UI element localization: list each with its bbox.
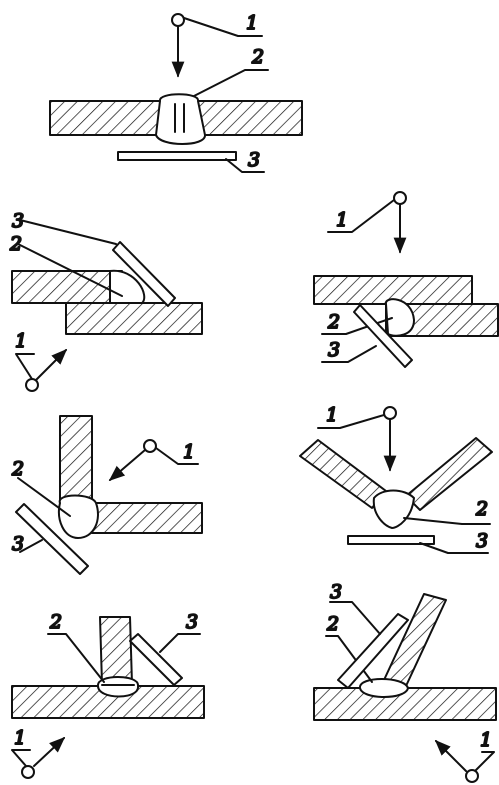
detector-film-c: 3: [321, 304, 413, 368]
detector-film-a: 3: [117, 148, 265, 173]
radiation-source-g: 1: [434, 728, 495, 783]
weld-seam-c: 2: [321, 298, 415, 337]
base-plates-f: [11, 616, 205, 719]
radiation-source-a: 1: [171, 11, 263, 78]
label-source: 1: [246, 12, 258, 34]
radiation-source-d: 1: [108, 439, 199, 482]
panel-butt-joint: 1 2 3: [49, 11, 303, 173]
label-weld: 2: [9, 233, 22, 255]
detector-film-f: 3: [129, 610, 201, 686]
panel-lap-joint-right: 1 2 3: [313, 191, 499, 368]
weld-seam-d: 2: [10, 457, 99, 539]
label-source: 1: [14, 727, 26, 749]
radiation-source-b: 1: [14, 329, 68, 392]
label-source: 1: [183, 441, 195, 463]
label-detector: 3: [248, 149, 260, 171]
label-source: 1: [15, 330, 27, 352]
detector-film-g: 3: [329, 580, 409, 689]
base-plates-g: [313, 593, 497, 721]
radiation-source-e: 1: [317, 403, 397, 472]
label-source: 1: [326, 404, 338, 426]
radiation-source-c: 1: [327, 191, 407, 254]
weld-seam-f: 2: [47, 610, 139, 698]
label-detector: 3: [186, 611, 198, 633]
label-detector: 3: [328, 339, 340, 361]
weld-seam-b: 2: [8, 232, 146, 304]
label-detector: 3: [12, 210, 24, 232]
weld-seam-a: 2: [155, 45, 269, 145]
label-detector: 3: [476, 530, 488, 552]
label-weld: 2: [11, 458, 24, 480]
label-weld: 2: [251, 46, 264, 68]
detector-film-e: 3: [347, 529, 489, 554]
label-detector: 3: [330, 581, 342, 603]
panel-corner-joint: 2 3 1: [10, 415, 203, 575]
label-weld: 2: [327, 311, 340, 333]
label-source: 1: [336, 209, 348, 231]
label-detector: 3: [12, 533, 24, 555]
base-plates-e: [299, 437, 493, 511]
panel-t-joint-left: 2 3 1: [11, 610, 205, 779]
base-plates-b: [11, 270, 203, 335]
panel-t-joint-right: 2 3 1: [313, 580, 497, 783]
panel-v-joint: 1 2 3: [299, 403, 493, 554]
panel-lap-joint-left: 2 3 1: [8, 209, 203, 392]
label-weld: 2: [326, 613, 339, 635]
label-weld: 2: [475, 498, 488, 520]
label-source: 1: [480, 729, 492, 751]
weld-seam-e: 2: [372, 489, 491, 529]
detector-film-d: 3: [11, 503, 89, 575]
base-plates-d: [59, 415, 203, 534]
radiation-source-f: 1: [11, 726, 66, 779]
label-weld: 2: [49, 611, 62, 633]
detector-film-b: 3: [11, 209, 176, 307]
